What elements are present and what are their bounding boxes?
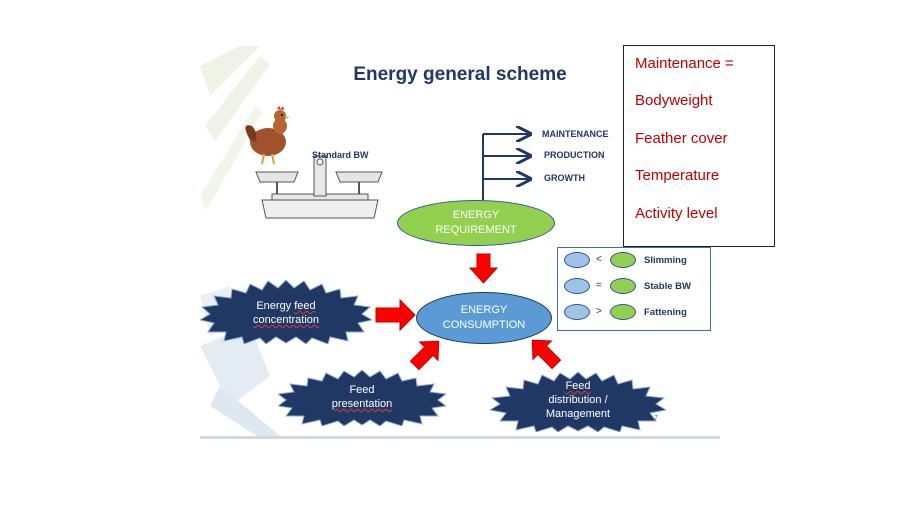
callout-line: Feather cover bbox=[635, 130, 728, 147]
scale-icon bbox=[255, 155, 383, 219]
callout-line: Activity level bbox=[635, 205, 718, 222]
arrow-down-icon bbox=[468, 253, 499, 284]
legend-oval-blue bbox=[564, 252, 590, 268]
standard-bw-label: Standard BW bbox=[312, 150, 369, 160]
legend-oval-green bbox=[610, 278, 636, 294]
feed-presentation-label: Feed presentation bbox=[331, 384, 393, 410]
slide-title: Energy general scheme bbox=[353, 64, 567, 85]
legend-label: Stable BW bbox=[644, 281, 691, 292]
feed-concentration-burst bbox=[200, 280, 372, 344]
energy-requirement-node: ENERGY REQUIREMENT bbox=[397, 200, 555, 246]
legend-oval-blue bbox=[564, 304, 590, 320]
output-branch-arrows bbox=[482, 46, 720, 200]
arrow-right-icon bbox=[375, 298, 416, 332]
legend-row-stable: = Stable BW bbox=[558, 278, 710, 300]
feed-distribution-label: Feed distribution / Management bbox=[545, 380, 611, 420]
feed-presentation-burst bbox=[278, 370, 446, 426]
legend-label: Slimming bbox=[644, 255, 687, 266]
hen-icon bbox=[245, 106, 290, 165]
energy-requirement-label: ENERGY REQUIREMENT bbox=[435, 209, 517, 236]
energy-consumption-node: ENERGY CONSUMPTION bbox=[416, 292, 552, 344]
legend-oval-green bbox=[610, 304, 636, 320]
page-number: 7 bbox=[654, 415, 658, 422]
red-arrows bbox=[375, 253, 562, 371]
output-production: PRODUCTION bbox=[544, 150, 605, 160]
slide-bottom-border bbox=[200, 436, 720, 439]
legend-label: Fattening bbox=[644, 307, 687, 318]
maintenance-callout: Maintenance = Bodyweight Feather cover T… bbox=[623, 45, 775, 247]
legend-oval-green bbox=[610, 252, 636, 268]
output-growth: GROWTH bbox=[544, 173, 585, 183]
feed-concentration-label: Energy feed concentration bbox=[252, 300, 320, 326]
legend-row-fattening: > Fattening bbox=[558, 304, 710, 326]
callout-line: Bodyweight bbox=[635, 92, 713, 109]
legend-box: < Slimming = Stable BW > Fattening bbox=[557, 247, 711, 331]
callout-line: Maintenance = bbox=[635, 55, 734, 72]
arrow-diag-right-icon bbox=[531, 339, 562, 370]
legend-symbol: = bbox=[596, 280, 602, 291]
legend-oval-blue bbox=[564, 278, 590, 294]
legend-row-slimming: < Slimming bbox=[558, 252, 710, 274]
legend-symbol: > bbox=[596, 306, 602, 317]
output-maintenance: MAINTENANCE bbox=[542, 129, 609, 139]
legend-symbol: < bbox=[596, 254, 602, 265]
feed-distribution-burst bbox=[490, 372, 666, 432]
energy-consumption-label: ENERGY CONSUMPTION bbox=[442, 304, 526, 331]
callout-line: Temperature bbox=[635, 167, 720, 184]
arrow-diag-left-icon bbox=[409, 340, 440, 371]
